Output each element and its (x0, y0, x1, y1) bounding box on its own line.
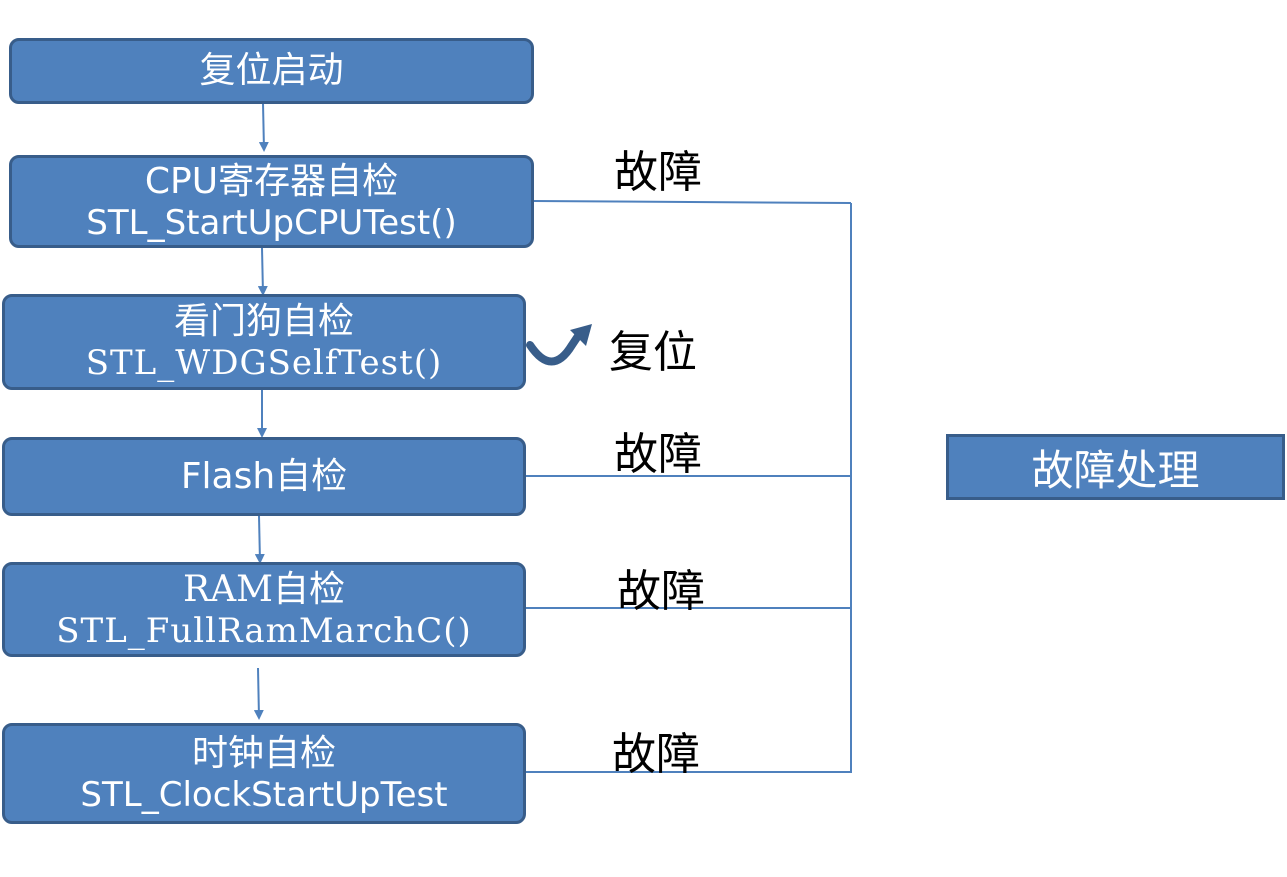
arrow-2 (257, 247, 268, 296)
step-function: STL_WDGSelfTest() (85, 343, 443, 384)
step-ram-test: RAM自检 STL_FullRamMarchC() (2, 562, 526, 657)
step-clock-test: 时钟自检 STL_ClockStartUpTest (2, 723, 526, 824)
arrow-4 (254, 515, 265, 564)
reset-arrow-icon (526, 329, 584, 366)
step-title: 复位启动 (199, 50, 344, 92)
fault-handler-box: 故障处理 (946, 434, 1285, 500)
step-function: STL_StartUpCPUTest() (86, 202, 457, 243)
handler-label: 故障处理 (1031, 445, 1200, 495)
fault-label-flash: 故障 (614, 429, 702, 480)
fault-label-clock: 故障 (612, 729, 700, 780)
step-title: 看门狗自检 (173, 301, 354, 342)
reset-label: 复位 (609, 327, 697, 378)
step-flash-test: Flash自检 (2, 437, 526, 516)
step-title: CPU寄存器自检 (144, 160, 399, 202)
step-reset-start: 复位启动 (9, 38, 534, 104)
arrow-1 (258, 102, 269, 152)
arrow-5 (253, 667, 264, 720)
fault-line-cpu (532, 200, 852, 204)
step-title: RAM自检 (183, 568, 345, 610)
step-watchdog-test: 看门狗自检 STL_WDGSelfTest() (2, 294, 526, 390)
step-title: 时钟自检 (191, 732, 336, 774)
step-function: STL_ClockStartUpTest (80, 774, 448, 815)
step-title: Flash自检 (180, 455, 348, 497)
fault-label-cpu: 故障 (614, 147, 702, 198)
step-function: STL_FullRamMarchC() (56, 610, 472, 651)
step-cpu-register-test: CPU寄存器自检 STL_StartUpCPUTest() (9, 155, 534, 248)
fault-label-ram: 故障 (617, 566, 705, 617)
